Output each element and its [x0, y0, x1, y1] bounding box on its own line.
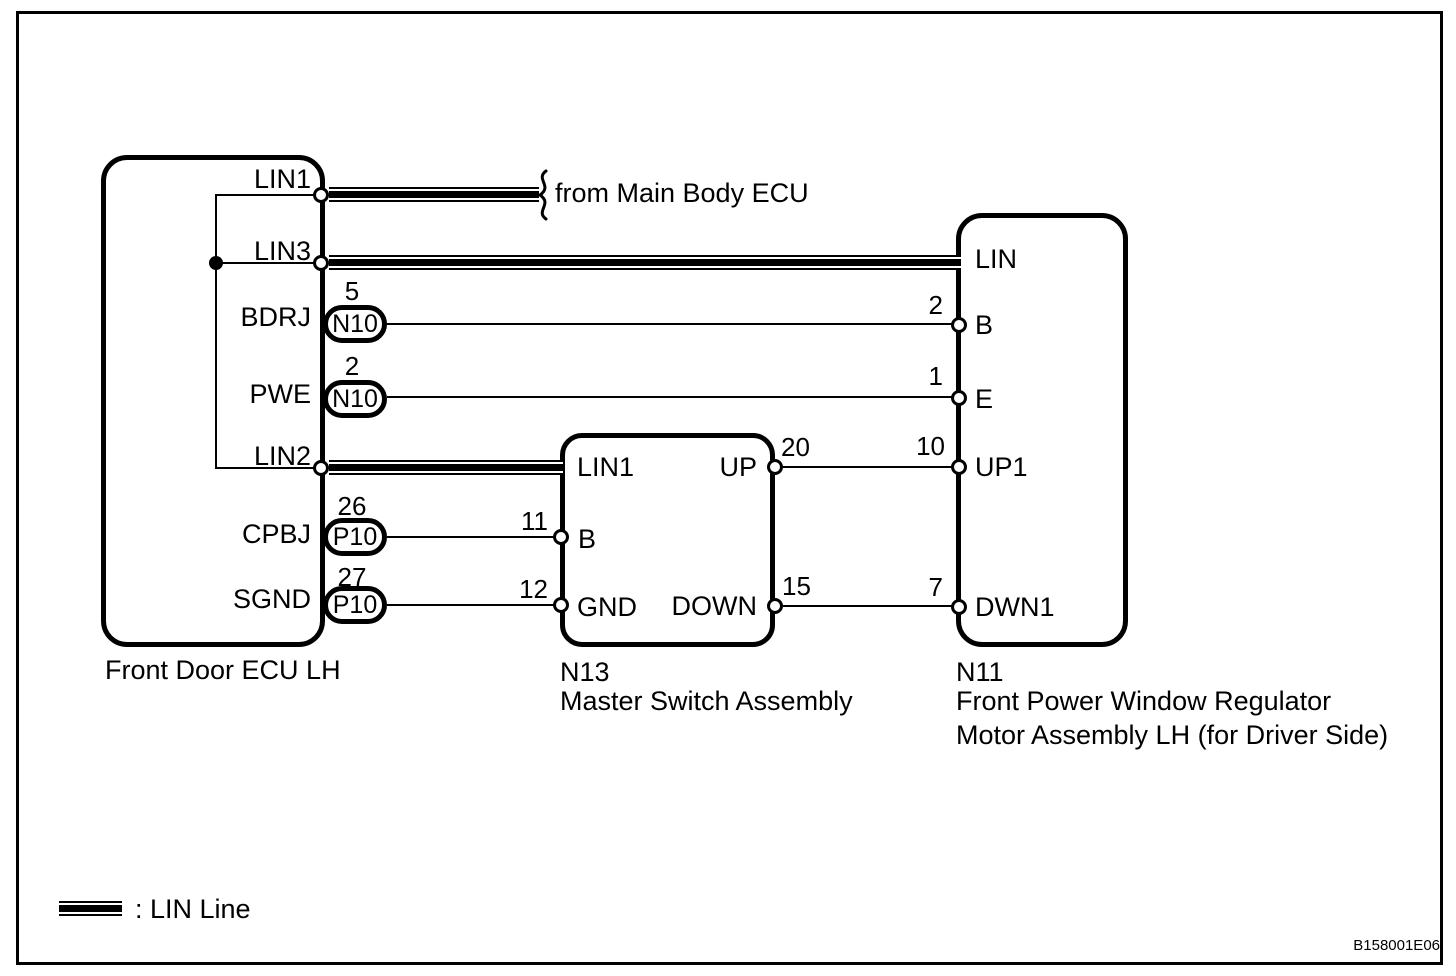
- ecu-pin-label-pwe: PWE: [249, 379, 311, 409]
- wire-up-to-up1: [783, 466, 953, 468]
- note-from-main-body-ecu: from Main Body ECU: [555, 178, 809, 208]
- pin-terminal-motor-dwn1: [951, 599, 967, 615]
- motor-pin-number-dwn1: 7: [928, 572, 943, 602]
- motor-pin-label-b: B: [975, 310, 994, 340]
- master-pin-label-b: B: [578, 524, 597, 554]
- connector-code: P10: [332, 523, 378, 551]
- pin-terminal-motor-e: [951, 390, 967, 406]
- master-pin-number-gnd: 12: [519, 574, 548, 604]
- pin-terminal-motor-b: [951, 317, 967, 333]
- wire-sgnd-to-master-gnd: [387, 604, 555, 606]
- ecu-internal-stub-lin2: [216, 467, 322, 469]
- connector-n10-bdrj: N10: [323, 305, 387, 343]
- ecu-internal-bus-vertical: [215, 194, 217, 469]
- wire-pwe-to-motor-e: [387, 396, 953, 398]
- wire-cpbj-to-master-b: [387, 536, 555, 538]
- wire-bdrj-to-motor-b: [387, 323, 953, 325]
- motor-pin-number-up1: 10: [916, 431, 945, 461]
- connector-n10-pwe: N10: [323, 380, 387, 418]
- lin-line-lin1-to-main-body-ecu: [329, 187, 539, 202]
- ecu-pin-label-cpbj: CPBJ: [241, 519, 311, 549]
- motor-pin-label-e: E: [975, 384, 994, 414]
- legend-label: : LIN Line: [135, 894, 251, 924]
- caption-motor-line1: Front Power Window Regulator: [956, 686, 1332, 716]
- motor-pin-number-e: 1: [928, 361, 943, 391]
- master-pin-label-lin1: LIN1: [577, 452, 635, 482]
- page-border: [16, 11, 1443, 965]
- connector-pin-number-sgnd: 27: [337, 562, 367, 592]
- pin-terminal-ecu-lin1: [313, 187, 329, 203]
- ecu-pin-label-bdrj: BDRJ: [240, 302, 311, 332]
- ecu-pin-label-lin2: LIN2: [253, 441, 311, 471]
- motor-pin-label-dwn1: DWN1: [975, 592, 1055, 622]
- caption-master-switch: Master Switch Assembly: [560, 686, 853, 716]
- component-box-front-door-ecu: [101, 155, 325, 647]
- legend-lin-line-symbol: [59, 901, 122, 916]
- master-pin-label-gnd: GND: [577, 592, 637, 622]
- master-pin-number-up: 20: [781, 432, 810, 462]
- connector-code: N10: [332, 310, 378, 338]
- pin-terminal-master-down: [767, 598, 783, 614]
- pin-terminal-ecu-lin3: [313, 255, 329, 271]
- lin-line-lin2-to-master-switch: [329, 460, 563, 475]
- connector-code: P10: [332, 591, 378, 619]
- caption-master-switch-code: N13: [560, 657, 610, 687]
- motor-pin-label-up1: UP1: [975, 452, 1028, 482]
- line-break-symbol: [537, 169, 548, 221]
- ecu-internal-stub-lin1: [216, 194, 322, 196]
- pin-terminal-master-gnd: [553, 597, 569, 613]
- pin-terminal-motor-up1: [951, 459, 967, 475]
- motor-pin-label-lin: LIN: [975, 244, 1018, 274]
- figure-id: B158001E06: [1353, 937, 1440, 954]
- master-pin-label-down: DOWN: [671, 591, 757, 621]
- junction-dot: [209, 256, 223, 270]
- pin-terminal-master-b: [553, 529, 569, 545]
- connector-pin-number-cpbj: 26: [337, 491, 367, 521]
- wire-down-to-dwn1: [783, 605, 953, 607]
- caption-front-door-ecu: Front Door ECU LH: [105, 655, 341, 685]
- pin-terminal-ecu-lin2: [313, 460, 329, 476]
- connector-code: N10: [332, 385, 378, 413]
- master-pin-label-up: UP: [719, 452, 757, 482]
- connector-p10-cpbj: P10: [323, 518, 387, 556]
- lin-line-lin3-to-motor: [329, 255, 961, 270]
- connector-p10-sgnd: P10: [323, 586, 387, 624]
- master-pin-number-b: 11: [521, 506, 548, 536]
- ecu-pin-label-lin3: LIN3: [253, 236, 311, 266]
- ecu-internal-stub-lin3: [216, 262, 322, 264]
- component-box-motor: [956, 213, 1128, 647]
- caption-motor-code: N11: [956, 657, 1004, 687]
- ecu-pin-label-sgnd: SGND: [232, 584, 311, 614]
- connector-pin-number-bdrj: 5: [344, 276, 360, 306]
- pin-terminal-master-up: [767, 459, 783, 475]
- motor-pin-number-b: 2: [928, 290, 943, 320]
- connector-pin-number-pwe: 2: [344, 351, 360, 381]
- master-pin-number-down: 15: [782, 571, 811, 601]
- ecu-pin-label-lin1: LIN1: [253, 164, 311, 194]
- caption-motor-line2: Motor Assembly LH (for Driver Side): [956, 720, 1389, 750]
